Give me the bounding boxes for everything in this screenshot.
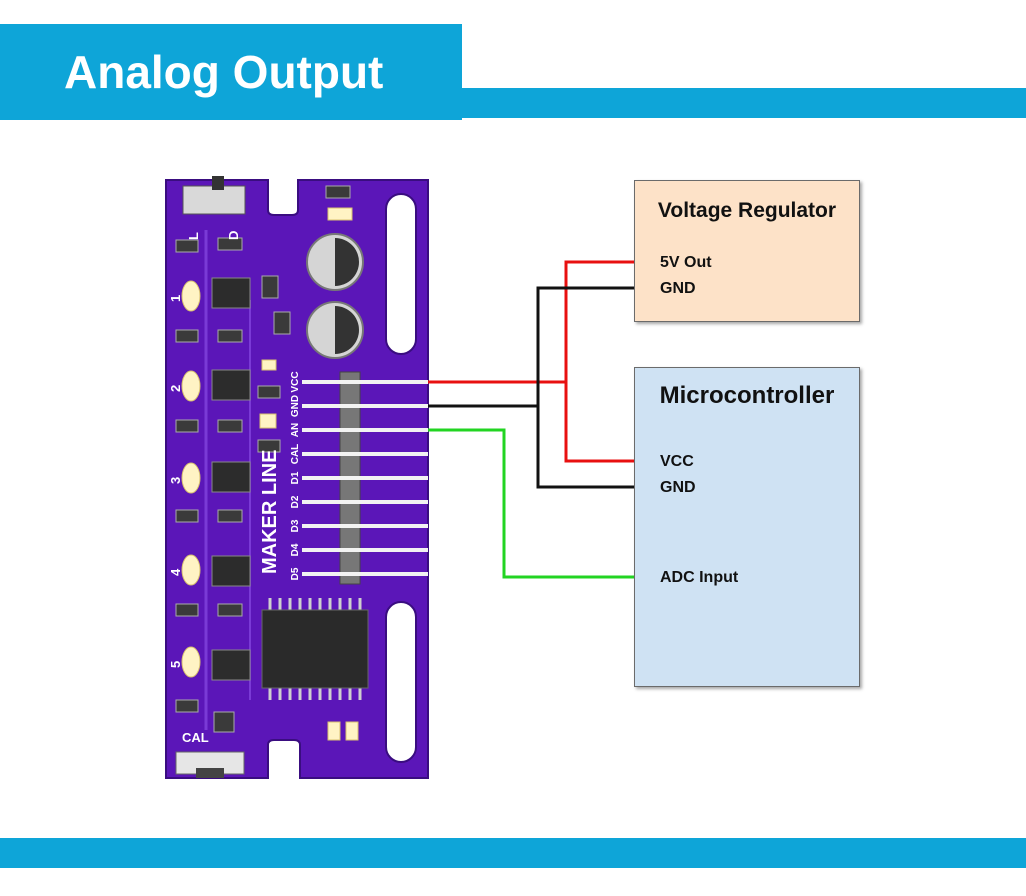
pin-label-vcc: VCC xyxy=(290,371,301,392)
pin-label-cal: CAL xyxy=(290,444,301,465)
sensor-chip xyxy=(211,555,251,587)
maker-line-board: L D 1 2 3 4 5 MAKER LINE VCC GND AN CAL … xyxy=(165,176,429,779)
smd-pair xyxy=(327,721,341,741)
smd-pair xyxy=(345,721,359,741)
wire-vcc xyxy=(428,260,652,384)
header-pins xyxy=(302,371,428,585)
pin-label-d2: D2 xyxy=(290,495,301,508)
pin-label-d3: D3 xyxy=(290,519,301,532)
wires xyxy=(428,260,652,579)
pin-label-gnd: GND xyxy=(290,395,301,417)
switch-label-d: D xyxy=(226,231,241,240)
pin-label-d1: D1 xyxy=(290,471,301,484)
voltage-regulator-box: Voltage Regulator 5V Out GND xyxy=(634,180,860,322)
sensor-led xyxy=(181,370,201,402)
microcontroller-box: Microcontroller VCC GND ADC Input xyxy=(634,367,860,687)
sensor-led xyxy=(181,554,201,586)
switch-label-l: L xyxy=(186,232,201,240)
cal-label: CAL xyxy=(182,730,209,745)
regulator-pin-5v-out: 5V Out xyxy=(660,254,712,271)
mounting-slot-bottom xyxy=(385,601,417,763)
brand-label: MAKER LINE xyxy=(259,450,281,574)
mode-switch-knob xyxy=(212,176,224,190)
mounting-slot-top xyxy=(385,193,417,355)
mcu-pin-gnd: GND xyxy=(660,479,696,496)
wire-gnd xyxy=(428,286,652,408)
sensor-led xyxy=(181,280,201,312)
sensor-chip xyxy=(211,461,251,493)
sensor-chip xyxy=(211,277,251,309)
wire-vcc-mcu xyxy=(564,382,652,463)
status-led xyxy=(261,359,277,371)
mcu-pin-adc-input: ADC Input xyxy=(660,569,739,586)
sensor-chip xyxy=(211,369,251,401)
sensor-chip xyxy=(211,649,251,681)
wire-analog-signal xyxy=(428,428,652,579)
status-led xyxy=(259,413,277,429)
voltage-regulator-title: Voltage Regulator xyxy=(657,199,837,222)
footer-bar xyxy=(0,838,1026,868)
mcu-pin-vcc: VCC xyxy=(660,453,694,470)
mode-switch xyxy=(182,185,246,215)
sensor-number-1: 1 xyxy=(168,295,183,302)
pin-label-d4: D4 xyxy=(290,543,301,556)
title-banner-bar xyxy=(0,88,1026,118)
sensor-led xyxy=(181,462,201,494)
sensor-number-2: 2 xyxy=(168,385,183,392)
sensor-number-5: 5 xyxy=(168,661,183,668)
sensor-chips xyxy=(211,277,251,681)
wire-gnd-mcu xyxy=(536,406,652,489)
cal-button-actuator xyxy=(196,768,224,778)
sensor-led xyxy=(181,646,201,678)
page-title: Analog Output xyxy=(64,46,384,98)
pin-label-an: AN xyxy=(290,423,301,437)
sensor-leds xyxy=(181,280,201,678)
ic-chip xyxy=(261,598,369,700)
pin-label-d5: D5 xyxy=(290,567,301,580)
sensor-number-3: 3 xyxy=(168,477,183,484)
regulator-pin-gnd: GND xyxy=(660,280,696,297)
power-led xyxy=(327,207,353,221)
smd-components xyxy=(175,185,351,733)
microcontroller-title: Microcontroller xyxy=(659,382,835,409)
sensor-number-4: 4 xyxy=(168,568,183,576)
